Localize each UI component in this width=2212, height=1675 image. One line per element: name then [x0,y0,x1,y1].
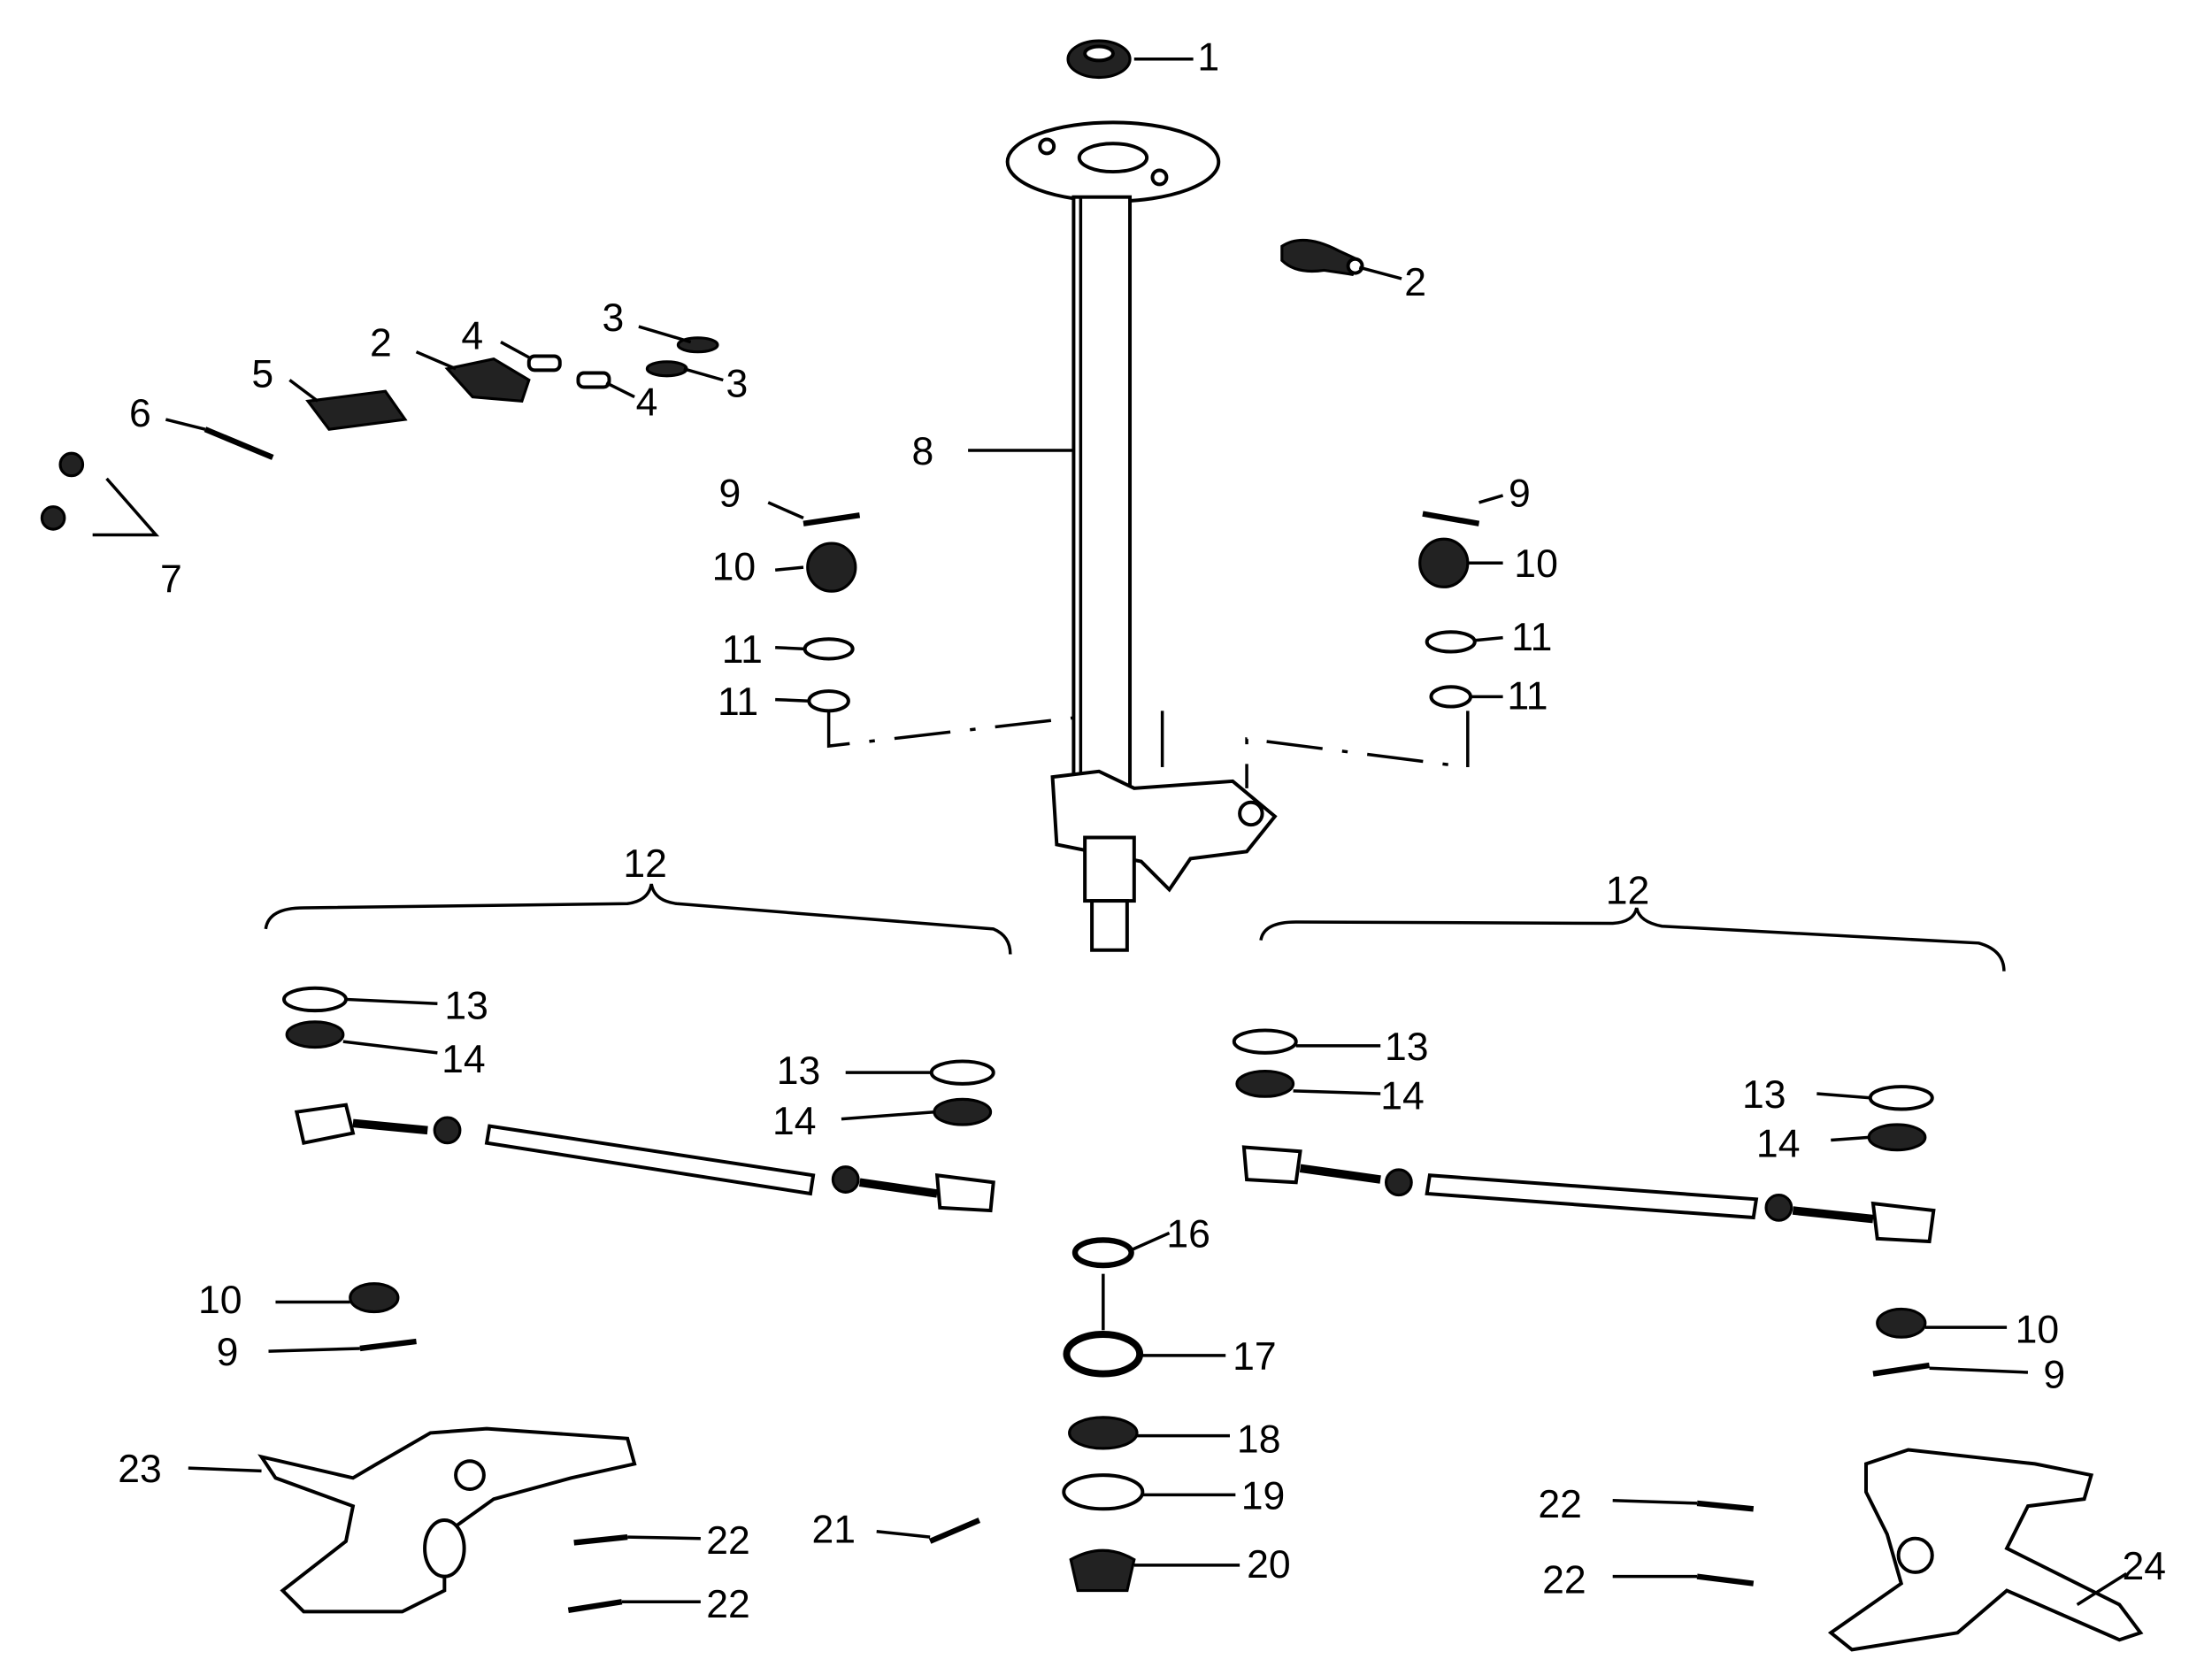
callout: 4 [636,380,658,424]
leader-line [268,1347,360,1353]
callout: 10 [712,545,757,588]
tie-rod-left [282,986,995,1213]
leader-line [774,565,804,572]
leader-line [1479,494,1504,504]
callout: 13 [1385,1026,1429,1069]
callout: 16 [1166,1212,1210,1256]
callout: 9 [2043,1353,2065,1396]
knuckle-right [1696,1307,2144,1652]
leader-line [1612,1498,1698,1505]
callout: 11 [718,680,758,724]
callout: 19 [1241,1474,1286,1517]
leader-line [500,341,533,361]
callout: 5 [251,352,273,396]
callout: 11 [1507,675,1548,718]
tie-rod-right [1232,1028,1936,1244]
leader-line [876,1530,931,1539]
callout: 22 [706,1519,750,1563]
callout: 7 [160,558,182,602]
leader-line [1358,265,1402,280]
brace-right [1259,907,2006,972]
callout: 12 [623,842,667,886]
callout: 10 [1514,542,1558,586]
leader-line [841,1110,935,1121]
nut-part [1066,39,1132,80]
callout: 14 [772,1100,817,1143]
knuckle-left [257,1282,637,1614]
callout: 6 [129,392,151,435]
callout: 14 [442,1038,486,1081]
callout: 4 [461,315,483,358]
leader-line [1293,1089,1381,1095]
callout: 2 [370,321,392,365]
callout: 14 [1380,1075,1425,1118]
callout: 13 [444,985,488,1028]
callout: 18 [1237,1418,1281,1462]
leader-line [1816,1092,1870,1100]
callout: 3 [726,363,748,406]
callout: 23 [118,1448,162,1491]
lower-bearing-stack [928,1237,1145,1593]
callout: 8 [911,430,933,473]
callout: 24 [2123,1545,2167,1588]
brace-left [264,883,1012,955]
callout: 22 [1542,1559,1586,1602]
callout: 1 [1197,36,1219,80]
callout: 21 [812,1508,856,1551]
callout: 10 [198,1279,242,1322]
leader-line [1831,1135,1870,1142]
leader-line [775,646,805,651]
clamp-part [1280,238,1364,276]
leader-line [627,1535,701,1541]
leader-line [188,1466,262,1473]
leader-line [1474,635,1503,642]
leader-line [775,697,810,703]
callout: 22 [706,1583,750,1626]
callout: 2 [1404,261,1426,304]
callout: 14 [1756,1123,1801,1166]
leader-line [1130,1231,1171,1252]
callout: 17 [1233,1335,1277,1379]
leader-line [605,381,635,399]
leader-line [415,350,457,371]
leader-line [767,501,804,519]
leader-line [1929,1366,2029,1374]
small-parts-group [40,336,719,537]
callout: 13 [1742,1073,1786,1117]
leader-line [683,367,724,382]
callout: 20 [1247,1543,1291,1587]
steering-column-part [1005,120,1278,952]
leader-line [288,379,319,403]
leader-line [345,997,438,1005]
callout: 12 [1606,869,1650,912]
callout: 9 [1509,473,1531,516]
callout: 13 [777,1049,821,1093]
leader-line [165,418,206,431]
leader-line [2076,1571,2128,1606]
callout: 9 [719,473,741,516]
callout: 22 [1538,1483,1582,1526]
leader-line [342,1040,438,1055]
callout: 3 [603,296,625,340]
cotter-nut-washers [803,511,1480,788]
callout: 10 [2016,1309,2060,1352]
callout: 11 [722,628,763,672]
callout: 9 [217,1331,239,1374]
leader-line [638,325,692,344]
callout: 11 [1511,616,1552,659]
